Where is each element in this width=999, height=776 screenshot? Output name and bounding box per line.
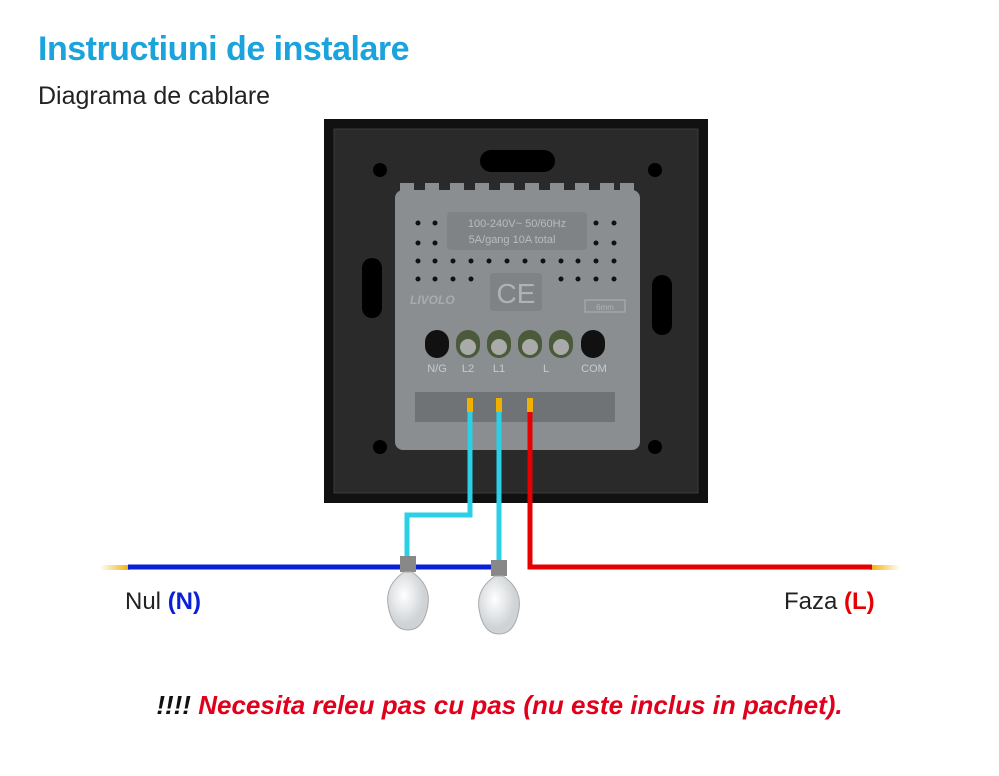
phase-code: (L) [844,588,875,615]
terminal-screws [425,330,605,358]
terminal-l: L [543,363,549,375]
neutral-label: Nul (N) [125,588,201,616]
neutral-label-text: Nul [125,588,162,615]
phase-wire [527,410,872,570]
spec-line-2: 5A/gang 10A total [469,234,556,246]
phase-label: Faza (L) [784,588,875,616]
warning-prefix: !!!! [156,690,191,720]
ce-mark: CE [497,278,536,309]
warning-note: !!!! Necesita releu pas cu pas (nu este … [0,690,999,721]
page-subtitle: Diagrama de cablare [38,82,271,110]
relay-module: 100-240V~ 50/60Hz 5A/gang 10A total CE L… [395,183,640,450]
neutral-code: (N) [167,588,202,615]
light-bulb-1-icon [387,556,429,631]
terminal-l2: L2 [462,363,474,375]
brand-logo: LIVOLO [410,293,455,307]
terminal-com: COM [581,363,607,375]
strip-length: 6mm [596,303,614,312]
page-title: Instructiuni de instalare [38,30,410,68]
light-bulb-2-icon [478,560,520,635]
spec-line-1: 100-240V~ 50/60Hz [468,218,566,230]
terminal-l1: L1 [493,363,505,375]
phase-label-text: Faza [784,588,838,615]
load-wire-l2 [404,410,473,560]
switch-back-panel [324,119,708,503]
terminal-ng: N/G [427,363,447,375]
warning-text: Necesita releu pas cu pas (nu este inclu… [198,690,843,720]
